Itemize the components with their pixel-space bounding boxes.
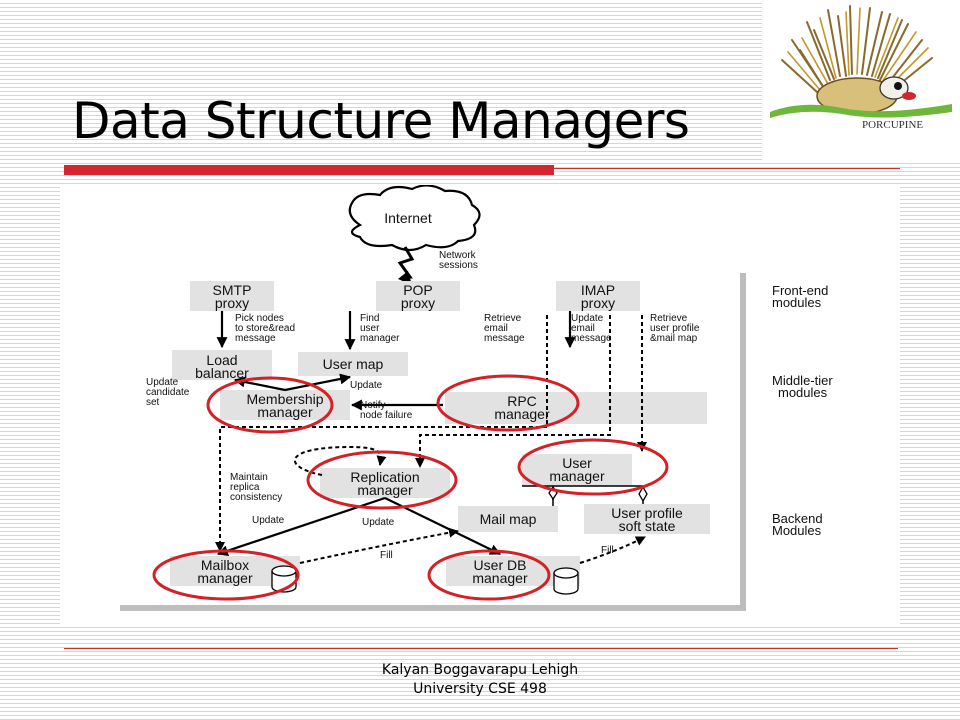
svg-text:Load: Load bbox=[206, 352, 237, 368]
backend-modules-label: Backend bbox=[772, 511, 823, 526]
svg-text:email: email bbox=[571, 323, 595, 334]
pop-proxy-box: POP proxy bbox=[376, 281, 460, 311]
front-end-modules-label: Front-end bbox=[772, 283, 828, 298]
middle-tier-modules-label: Middle-tier bbox=[772, 373, 833, 388]
highlight-membership-manager bbox=[206, 376, 334, 434]
svg-text:manager: manager bbox=[494, 406, 550, 422]
svg-text:manager: manager bbox=[357, 482, 413, 498]
svg-text:Notify: Notify bbox=[360, 400, 386, 411]
svg-text:modules: modules bbox=[778, 385, 828, 400]
user-map-box: User map bbox=[298, 352, 408, 376]
svg-text:SMTP: SMTP bbox=[213, 282, 252, 298]
svg-text:User: User bbox=[562, 455, 592, 471]
svg-text:User profile: User profile bbox=[611, 505, 683, 521]
network-sessions-label-2: sessions bbox=[439, 260, 478, 271]
slide-title: Data Structure Managers bbox=[72, 92, 690, 150]
footer-line-2: University CSE 498 bbox=[413, 681, 547, 697]
title-underline-red bbox=[64, 165, 554, 175]
user-manager-box: User manager bbox=[522, 454, 632, 486]
architecture-diagram: Internet Network sessions SMTP proxy POP… bbox=[60, 184, 900, 625]
svg-text:Update: Update bbox=[252, 515, 285, 526]
svg-text:to store&read: to store&read bbox=[235, 323, 295, 334]
svg-text:message: message bbox=[484, 333, 525, 344]
svg-text:user profile: user profile bbox=[650, 323, 700, 334]
svg-text:balancer: balancer bbox=[195, 365, 249, 381]
svg-text:node failure: node failure bbox=[360, 410, 413, 421]
highlight-replication-manager bbox=[306, 450, 458, 510]
footer-line-1: Kalyan Boggavarapu Lehigh bbox=[381, 662, 579, 678]
userdb-database-icon bbox=[553, 567, 579, 595]
svg-text:manager: manager bbox=[549, 468, 605, 484]
svg-text:User map: User map bbox=[323, 356, 384, 372]
svg-text:Fill: Fill bbox=[601, 545, 614, 556]
svg-text:Modules: Modules bbox=[772, 523, 822, 538]
svg-text:Update: Update bbox=[362, 517, 395, 528]
svg-text:Update: Update bbox=[571, 313, 604, 324]
load-balancer-box: Load balancer bbox=[172, 350, 272, 381]
highlight-rpc-manager bbox=[436, 374, 580, 432]
logo-caption: PORCUPINE bbox=[862, 119, 923, 131]
svg-text:proxy: proxy bbox=[401, 295, 435, 311]
svg-text:Mail map: Mail map bbox=[480, 511, 537, 527]
svg-text:&mail map: &mail map bbox=[650, 333, 698, 344]
svg-text:replica: replica bbox=[230, 482, 260, 493]
svg-text:Update: Update bbox=[146, 377, 179, 388]
svg-text:Maintain: Maintain bbox=[230, 472, 268, 483]
svg-text:Fill: Fill bbox=[380, 550, 393, 561]
svg-text:Retrieve: Retrieve bbox=[650, 313, 688, 324]
smtp-proxy-box: SMTP proxy bbox=[190, 281, 274, 311]
user-profile-box: User profile soft state bbox=[584, 504, 710, 534]
internet-label: Internet bbox=[384, 210, 432, 226]
slide-footer: Kalyan Boggavarapu Lehigh University CSE… bbox=[330, 661, 630, 699]
svg-text:User DB: User DB bbox=[474, 557, 527, 573]
svg-text:IMAP: IMAP bbox=[581, 282, 615, 298]
svg-text:user: user bbox=[360, 323, 380, 334]
replication-manager-box: Replication manager bbox=[320, 468, 450, 498]
porcupine-illustration: PORCUPINE bbox=[770, 5, 952, 131]
svg-text:manager: manager bbox=[472, 570, 528, 586]
title-underline-thin bbox=[554, 168, 900, 169]
svg-text:Update: Update bbox=[350, 380, 383, 391]
svg-text:Replication: Replication bbox=[350, 469, 419, 485]
svg-text:message: message bbox=[571, 333, 612, 344]
svg-text:set: set bbox=[146, 397, 160, 408]
svg-text:modules: modules bbox=[772, 295, 822, 310]
mail-map-box: Mail map bbox=[458, 506, 558, 532]
highlight-mailbox-manager bbox=[152, 549, 300, 601]
svg-text:Pick nodes: Pick nodes bbox=[235, 313, 284, 324]
svg-text:manager: manager bbox=[360, 333, 400, 344]
porcupine-logo: PORCUPINE bbox=[762, 0, 960, 160]
footer-rule bbox=[64, 648, 898, 649]
svg-text:message: message bbox=[235, 333, 276, 344]
svg-text:Find: Find bbox=[360, 313, 379, 324]
highlight-user-db-manager bbox=[427, 549, 551, 601]
internet-cloud: Internet bbox=[348, 184, 481, 252]
porcupine-architecture-diagram: Internet Network sessions SMTP proxy POP… bbox=[120, 184, 833, 611]
svg-text:consistency: consistency bbox=[230, 492, 282, 503]
svg-text:soft state: soft state bbox=[619, 518, 676, 534]
svg-text:POP: POP bbox=[403, 282, 433, 298]
svg-text:candidate: candidate bbox=[146, 387, 190, 398]
imap-proxy-box: IMAP proxy bbox=[556, 281, 640, 311]
svg-text:email: email bbox=[484, 323, 508, 334]
lightning-bolt-icon bbox=[397, 246, 415, 279]
network-sessions-label-1: Network bbox=[439, 250, 477, 261]
svg-text:manager: manager bbox=[197, 570, 253, 586]
svg-text:RPC: RPC bbox=[507, 393, 537, 409]
svg-text:proxy: proxy bbox=[215, 295, 249, 311]
highlight-user-manager bbox=[517, 438, 669, 496]
svg-text:Membership: Membership bbox=[246, 391, 323, 407]
svg-text:Mailbox: Mailbox bbox=[201, 557, 249, 573]
svg-text:proxy: proxy bbox=[581, 295, 615, 311]
svg-text:manager: manager bbox=[257, 404, 313, 420]
svg-text:Retrieve: Retrieve bbox=[484, 313, 522, 324]
